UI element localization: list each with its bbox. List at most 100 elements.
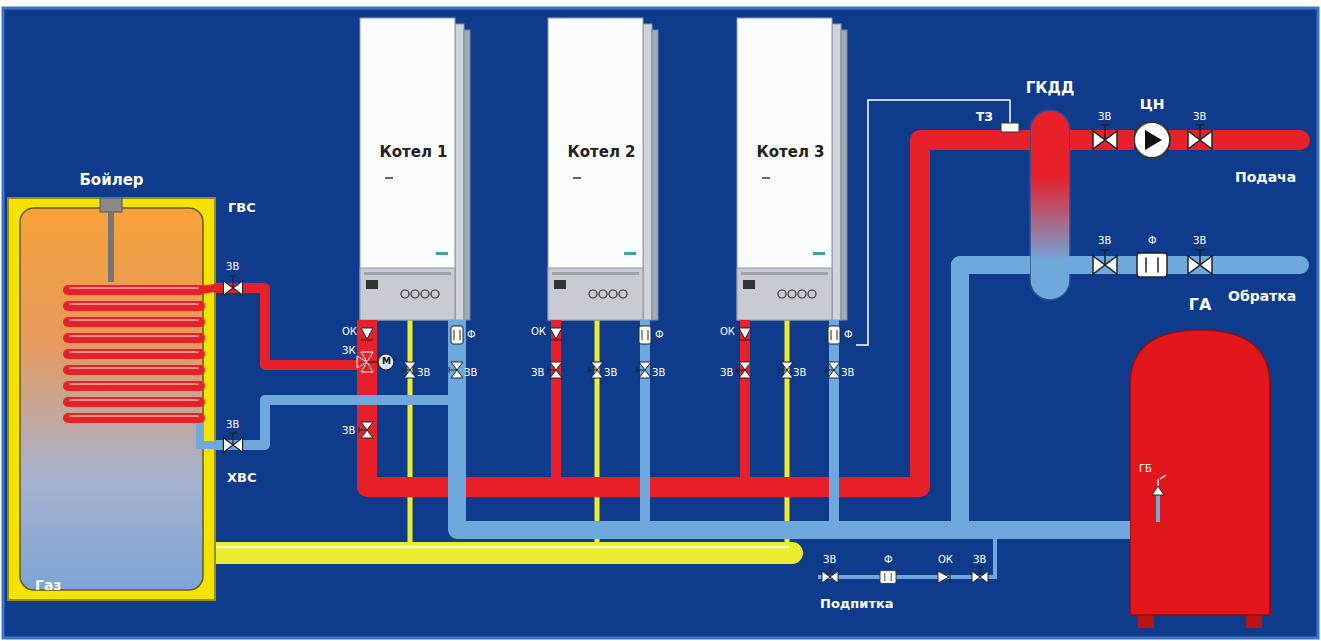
three-way-valve <box>357 352 394 372</box>
boiler-unit <box>360 18 470 320</box>
makeup-pipe <box>818 538 995 577</box>
temperature-sensor <box>1001 123 1019 132</box>
pipe-connector <box>645 265 1030 530</box>
label-anchor: ТЗ <box>976 111 993 124</box>
valve-symbol <box>359 422 373 438</box>
valve-label: ЗВ <box>1193 235 1206 246</box>
pipe-connector <box>215 288 367 365</box>
valve-symbol <box>637 362 651 378</box>
label-anchor: ОК <box>531 326 546 337</box>
valve-label: ЗВ <box>973 554 986 565</box>
valve-symbol <box>449 362 463 378</box>
label-anchor: ОК <box>938 554 953 565</box>
pump-arrow <box>1145 130 1162 150</box>
heating-coil <box>68 288 215 445</box>
motor-label: M <box>382 357 391 367</box>
label-anchor: ЗВ <box>604 367 617 378</box>
label-anchor: ЗВ <box>973 554 986 565</box>
label-anchor: ЗК <box>342 345 356 356</box>
boiler-unit <box>548 18 658 320</box>
valve-label: ЗВ <box>841 367 854 378</box>
label-anchor: ЗВ <box>841 367 854 378</box>
label-anchor: ОК <box>342 326 357 337</box>
check-valve-symbol <box>550 328 562 340</box>
valve-label: ЗВ <box>417 367 430 378</box>
pipe-label: Газ <box>35 578 62 593</box>
filter-symbol <box>880 571 896 584</box>
valve-symbol <box>822 567 838 583</box>
valve-symbol <box>402 362 416 378</box>
circulation-pump: ЦН <box>1134 122 1170 158</box>
label-anchor: Ф <box>467 329 476 340</box>
valve-label: ЗВ <box>793 367 806 378</box>
diagram-ground <box>3 8 1318 638</box>
valve-symbol <box>972 567 988 583</box>
valve-label: ОК <box>938 554 953 565</box>
label-anchor: ЗВ <box>342 425 355 436</box>
label-anchor: M <box>382 357 391 367</box>
water-heater-tank: Бойлер <box>8 198 215 600</box>
node-title: ЦН <box>1140 96 1165 112</box>
filter-label: Ф <box>844 329 853 340</box>
valve-symbol <box>1188 125 1212 149</box>
valve-symbol <box>1093 125 1117 149</box>
pipe-connector <box>457 265 1030 530</box>
label-anchor: ЗВ <box>652 367 665 378</box>
pipe-label: ГВС <box>228 201 256 215</box>
valve-label: ОК <box>531 326 546 337</box>
node-title: Котел 3 <box>737 144 844 161</box>
valve-symbol <box>548 362 562 378</box>
node-title: Котел 1 <box>360 144 467 161</box>
node-title: ГА <box>1189 296 1212 314</box>
label-anchor: ЗВ <box>823 554 836 565</box>
safety-valve-stem <box>1156 495 1160 522</box>
safety-valve-symbol <box>1152 475 1166 495</box>
label-anchor: ЗВ <box>1098 235 1111 246</box>
valve-symbol <box>1188 250 1212 274</box>
label-anchor: ГБ <box>1139 463 1152 474</box>
filter-label: Ф <box>1148 235 1157 246</box>
pipe-label: ХВС <box>227 471 256 485</box>
label-anchor: Ф <box>1148 235 1157 246</box>
label-anchor: Ф <box>655 329 664 340</box>
valve-label: ЗВ <box>342 425 355 436</box>
label-anchor: Ф <box>884 554 893 565</box>
label-anchor: Подпитка <box>820 597 894 611</box>
pump-symbol <box>1134 122 1170 158</box>
valve-symbol <box>589 362 603 378</box>
valve-label: ЗВ <box>604 367 617 378</box>
boiler-box: Котел 2 <box>548 18 655 320</box>
label-anchor: Обратка <box>1228 289 1296 304</box>
label-anchor: ХВС <box>227 471 256 485</box>
label-anchor: ЗВ <box>1193 235 1206 246</box>
check-valve-symbol <box>361 328 373 340</box>
water-heater-tank <box>8 198 215 600</box>
pipe-label: Обратка <box>1228 289 1296 304</box>
node-title: Бойлер <box>79 172 143 189</box>
valve-symbol <box>223 276 242 295</box>
filter-symbol <box>451 326 463 344</box>
valve-label: ГБ <box>1139 463 1152 474</box>
valve-symbol <box>223 433 242 452</box>
label-anchor: ЗВ <box>793 367 806 378</box>
valve-symbol <box>826 362 840 378</box>
label-anchor: ГВС <box>228 201 256 215</box>
expansion-tank <box>1130 330 1270 628</box>
valve-label: ЗК <box>342 345 356 356</box>
pipe-label: Подпитка <box>820 597 894 611</box>
valve-label: ОК <box>720 326 735 337</box>
valve-symbol <box>1093 250 1117 274</box>
boiler-box: Котел 3 <box>737 18 844 320</box>
pipe-connector <box>745 140 1030 487</box>
filter-label: Ф <box>467 329 476 340</box>
filter-symbol <box>828 326 840 344</box>
pipe-connector <box>834 265 1030 530</box>
pipe-label: Подача <box>1235 170 1296 185</box>
label-anchor: ЗВ <box>531 367 544 378</box>
sensor-label: ТЗ <box>976 111 993 124</box>
filter-symbol <box>639 326 651 344</box>
node-title: ГКДД <box>1026 80 1075 97</box>
